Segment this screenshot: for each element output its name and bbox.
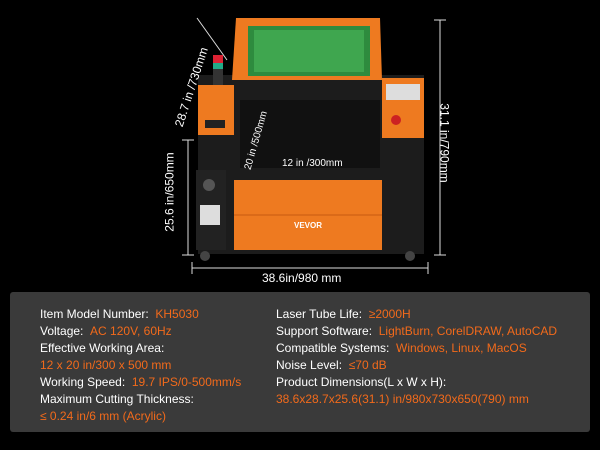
spec-value: ≤ 0.24 in/6 mm (Acrylic) <box>40 409 166 423</box>
spec-row: Item Model Number: KH5030 <box>40 306 241 323</box>
spec-label: Effective Working Area: <box>40 341 165 355</box>
spec-value: ≤70 dB <box>348 358 387 372</box>
body-height-dimension: 25.6 in/650mm <box>162 152 177 232</box>
spec-value: Windows, Linux, MacOS <box>396 341 527 355</box>
spec-value: 19.7 IPS/0-500mm/s <box>131 375 242 389</box>
spec-value: AC 120V, 60Hz <box>90 324 172 338</box>
laser-engraver-illustration <box>182 17 446 274</box>
spec-label: Noise Level: <box>276 358 343 372</box>
spec-label: Maximum Cutting Thickness: <box>40 392 194 406</box>
spec-row: Product Dimensions(L x W x H): <box>276 374 557 391</box>
spec-row: Compatible Systems: Windows, Linux, MacO… <box>276 340 557 357</box>
spec-label: Product Dimensions(L x W x H): <box>276 375 447 389</box>
spec-value: KH5030 <box>155 307 199 321</box>
spec-label: Compatible Systems: <box>276 341 390 355</box>
spec-row: Voltage: AC 120V, 60Hz <box>40 323 241 340</box>
spec-label: Voltage: <box>40 324 84 338</box>
spec-row: Maximum Cutting Thickness: <box>40 391 241 408</box>
spec-row: Support Software: LightBurn, CorelDRAW, … <box>276 323 557 340</box>
total-width-dimension: 38.6in/980 mm <box>262 271 342 285</box>
brand-label: VEVOR <box>294 221 323 230</box>
total-height-dimension: 31.1 in/790mm <box>437 103 452 183</box>
inner-width-dimension: 12 in /300mm <box>282 158 343 169</box>
spec-row: Effective Working Area: <box>40 340 241 357</box>
spec-value: 12 x 20 in/300 x 500 mm <box>40 358 172 372</box>
spec-row: Working Speed: 19.7 IPS/0-500mm/s <box>40 374 241 391</box>
spec-label: Support Software: <box>276 324 373 338</box>
spec-label: Working Speed: <box>40 375 126 389</box>
spec-label: Item Model Number: <box>40 307 149 321</box>
spec-value: 38.6x28.7x25.6(31.1) in/980x730x650(790)… <box>276 392 529 406</box>
spec-value: ≥2000H <box>368 307 411 321</box>
spec-row: Laser Tube Life: ≥2000H <box>276 306 557 323</box>
spec-row: Noise Level: ≤70 dB <box>276 357 557 374</box>
product-image-area: 28.7 in /730mm 31.1 in/790mm 25.6 in/650… <box>162 17 452 285</box>
spec-value: LightBurn, CorelDRAW, AutoCAD <box>378 324 558 338</box>
spec-label: Laser Tube Life: <box>276 307 363 321</box>
